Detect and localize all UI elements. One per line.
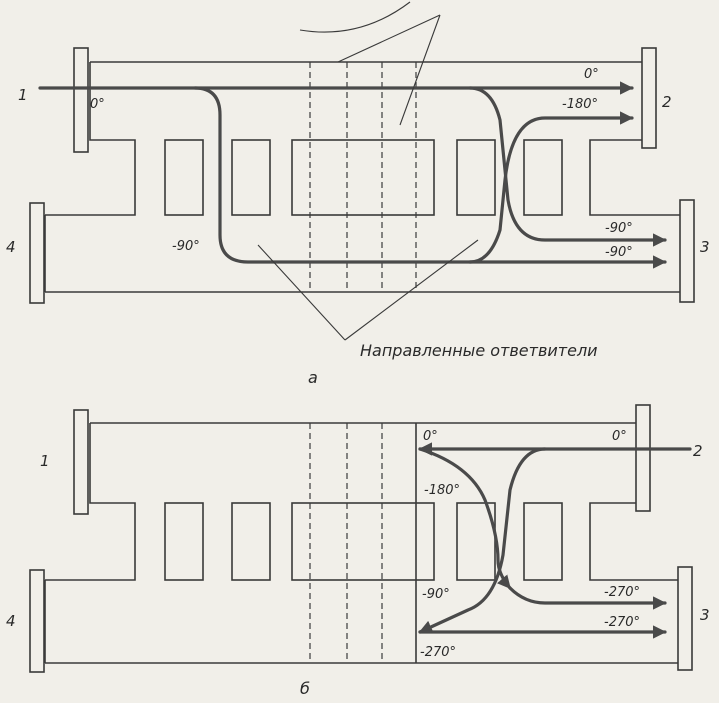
phase-label: 0°: [90, 97, 105, 112]
panel-letter-a: а: [308, 368, 318, 387]
bottom-waveguide: [44, 580, 683, 664]
center-block: [291, 502, 435, 581]
flange-port-2: [635, 404, 651, 512]
flange-port-4: [29, 569, 45, 673]
phase-label: -90°: [422, 587, 450, 602]
port-label-3: 3: [700, 238, 710, 256]
phase-label: 0°: [423, 429, 438, 444]
flange-port-2: [641, 47, 657, 149]
path-left-down: [193, 86, 472, 264]
phase-label: -180°: [424, 483, 460, 498]
port-label-1: 1: [18, 86, 28, 104]
port-label-3: 3: [700, 606, 710, 624]
phase-label: -90°: [172, 239, 200, 254]
slot: [164, 139, 204, 216]
flange-port-3: [679, 199, 695, 303]
flange-port-1: [73, 409, 89, 515]
slot: [523, 139, 563, 216]
center-block: [291, 139, 435, 216]
phase-label: -270°: [420, 645, 456, 660]
slot: [456, 139, 496, 216]
flange-port-3: [677, 566, 693, 671]
phase-label: -270°: [604, 585, 640, 600]
flange-port-4: [29, 202, 45, 304]
coupler-caption: Направленные ответвители: [360, 341, 598, 360]
port-label-2: 2: [662, 93, 672, 111]
panel-letter-b: б: [300, 679, 310, 698]
scribble: [299, 1, 411, 33]
phase-label: -90°: [605, 245, 633, 260]
slot: [231, 502, 271, 581]
slot: [523, 502, 563, 581]
phase-label: 0°: [584, 67, 599, 82]
slot: [231, 139, 271, 216]
bottom-waveguide: [45, 214, 682, 293]
path-cross-down: [468, 86, 667, 247]
phase-label: -180°: [562, 97, 598, 112]
slot: [164, 502, 204, 581]
panel-b: 1 2 4 3 0° 0° -180° -90° -270° -270° -27…: [6, 404, 710, 698]
leader-lines-bottom: [257, 239, 479, 341]
port-label-1: 1: [40, 452, 50, 470]
path-mid-curve: [418, 447, 512, 590]
flange-port-1: [73, 47, 89, 153]
port-label-2: 2: [693, 442, 703, 460]
panel-a: 1 2 4 3 0° 0° -180° -90° -90° -90° Напра…: [6, 1, 710, 387]
path-upper-curve: [418, 447, 547, 634]
phase-label: 0°: [612, 429, 627, 444]
phase-label: -90°: [605, 221, 633, 236]
port-label-4: 4: [6, 238, 16, 256]
leader-lines-top: [337, 14, 441, 126]
top-waveguide: [89, 61, 644, 216]
path-cross-b: [508, 586, 667, 610]
phase-label: -270°: [604, 615, 640, 630]
top-waveguide: [45, 422, 682, 581]
port-label-4: 4: [6, 612, 16, 630]
